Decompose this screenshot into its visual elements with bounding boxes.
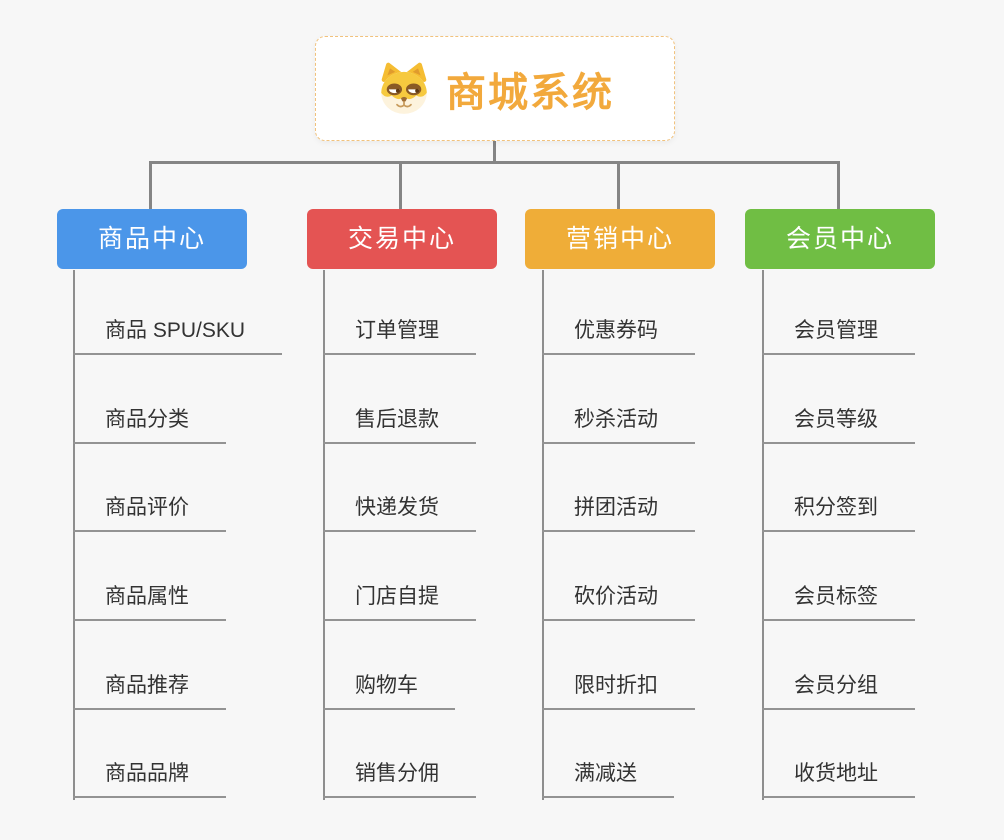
leaf-node[interactable]: 商品品牌: [73, 760, 226, 798]
connector-drop-trade: [399, 161, 402, 210]
branch-marketing-center[interactable]: 营销中心: [525, 209, 715, 269]
connector-column-trade: [323, 270, 325, 800]
connector-column-member: [762, 270, 764, 800]
leaf-node[interactable]: 积分签到: [762, 494, 915, 532]
leaf-node[interactable]: 商品属性: [73, 583, 226, 621]
branch-member-center[interactable]: 会员中心: [745, 209, 935, 269]
root-title: 商城系统: [446, 70, 614, 115]
leaf-node[interactable]: 秒杀活动: [542, 406, 695, 444]
leaf-node[interactable]: 会员标签: [762, 583, 915, 621]
branch-trade-center[interactable]: 交易中心: [307, 209, 497, 269]
connector-drop-marketing: [617, 161, 620, 210]
leaf-node[interactable]: 商品 SPU/SKU: [73, 317, 283, 355]
shiba-dog-icon: [376, 62, 432, 115]
leaf-node[interactable]: 销售分佣: [323, 760, 476, 798]
leaf-node[interactable]: 砍价活动: [542, 583, 695, 621]
root-node[interactable]: 商城系统: [315, 36, 675, 141]
connector-column-marketing: [542, 270, 544, 800]
connector-bus: [149, 161, 840, 164]
connector-drop-product: [149, 161, 152, 210]
leaf-node[interactable]: 商品评价: [73, 494, 226, 532]
connector-drop-member: [837, 161, 840, 210]
leaf-node[interactable]: 商品推荐: [73, 672, 226, 710]
leaf-node[interactable]: 快递发货: [323, 494, 476, 532]
connector-root-trunk: [493, 140, 496, 164]
leaf-node[interactable]: 购物车: [323, 672, 455, 710]
branch-product-center[interactable]: 商品中心: [57, 209, 247, 269]
leaf-node[interactable]: 会员管理: [762, 317, 915, 355]
leaf-node[interactable]: 拼团活动: [542, 494, 695, 532]
leaf-node[interactable]: 售后退款: [323, 406, 476, 444]
leaf-node[interactable]: 收货地址: [762, 760, 915, 798]
leaf-node[interactable]: 订单管理: [323, 317, 476, 355]
leaf-node[interactable]: 优惠券码: [542, 317, 695, 355]
leaf-node[interactable]: 满减送: [542, 760, 674, 798]
connector-column-product: [73, 270, 75, 800]
leaf-node[interactable]: 限时折扣: [542, 672, 695, 710]
leaf-node[interactable]: 会员分组: [762, 672, 915, 710]
leaf-node[interactable]: 门店自提: [323, 583, 476, 621]
leaf-node[interactable]: 会员等级: [762, 406, 915, 444]
leaf-node[interactable]: 商品分类: [73, 406, 226, 444]
